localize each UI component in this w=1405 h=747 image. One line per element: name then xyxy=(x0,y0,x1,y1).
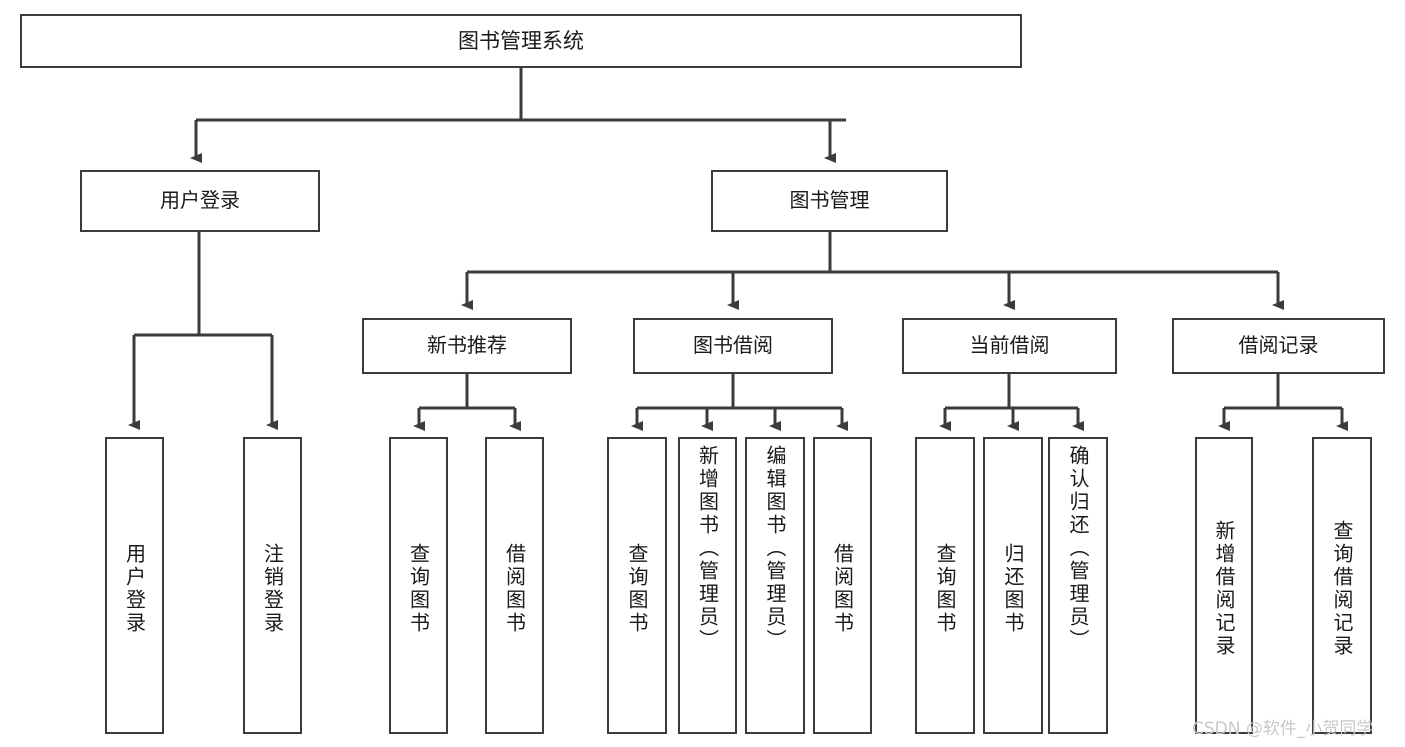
node-leaf-new-book-query-book[interactable]: 查询图书 xyxy=(389,437,448,734)
node-label: 当前借阅 xyxy=(969,333,1050,358)
node-book-management[interactable]: 图书管理 xyxy=(711,170,948,232)
node-leaf-user-login-logout[interactable]: 注销登录 xyxy=(243,437,302,734)
node-label: 新增图书（管理员） xyxy=(695,445,720,652)
node-current-borrow[interactable]: 当前借阅 xyxy=(902,318,1117,374)
node-label: 确认归还（管理员） xyxy=(1066,445,1090,652)
node-new-book-recommend[interactable]: 新书推荐 xyxy=(362,318,572,374)
node-leaf-current-borrow-return-book[interactable]: 归还图书 xyxy=(983,437,1043,734)
node-label: 借阅图书 xyxy=(830,542,855,635)
node-leaf-current-borrow-confirm-return-admin[interactable]: 确认归还（管理员） xyxy=(1048,437,1108,734)
node-label: 查询图书 xyxy=(406,542,431,635)
node-label: 用户登录 xyxy=(160,188,240,213)
node-label: 编辑图书（管理员） xyxy=(763,445,787,652)
node-label: 查询图书 xyxy=(933,542,957,635)
node-leaf-user-login-login[interactable]: 用户登录 xyxy=(105,437,164,734)
node-leaf-book-borrow-query-book[interactable]: 查询图书 xyxy=(607,437,667,734)
node-label: 用户登录 xyxy=(122,542,147,635)
node-label: 新书推荐 xyxy=(427,333,507,358)
node-book-borrow[interactable]: 图书借阅 xyxy=(633,318,833,374)
node-leaf-current-borrow-query-book[interactable]: 查询图书 xyxy=(915,437,975,734)
node-leaf-book-borrow-add-book-admin[interactable]: 新增图书（管理员） xyxy=(678,437,737,734)
csdn-watermark: CSDN @软件_小贺同学 xyxy=(1192,719,1374,739)
node-label: 图书借阅 xyxy=(693,333,773,358)
node-label: 借阅记录 xyxy=(1238,333,1319,358)
node-leaf-borrow-record-add-record[interactable]: 新增借阅记录 xyxy=(1195,437,1253,734)
node-label: 查询借阅记录 xyxy=(1330,519,1354,658)
node-label: 查询图书 xyxy=(625,542,649,635)
node-label: 新增借阅记录 xyxy=(1212,519,1236,658)
node-leaf-book-borrow-borrow-book[interactable]: 借阅图书 xyxy=(813,437,872,734)
node-label: 归还图书 xyxy=(1001,542,1025,635)
node-label: 图书管理 xyxy=(789,188,870,213)
node-label: 借阅图书 xyxy=(502,542,527,635)
node-leaf-book-borrow-edit-book-admin[interactable]: 编辑图书（管理员） xyxy=(745,437,805,734)
node-borrow-record[interactable]: 借阅记录 xyxy=(1172,318,1385,374)
node-label: 图书管理系统 xyxy=(458,28,584,53)
node-root-book-management-system[interactable]: 图书管理系统 xyxy=(20,14,1022,68)
node-label: 注销登录 xyxy=(260,542,285,635)
node-user-login[interactable]: 用户登录 xyxy=(80,170,320,232)
node-leaf-borrow-record-query-record[interactable]: 查询借阅记录 xyxy=(1312,437,1372,734)
node-leaf-new-book-borrow-book[interactable]: 借阅图书 xyxy=(485,437,544,734)
